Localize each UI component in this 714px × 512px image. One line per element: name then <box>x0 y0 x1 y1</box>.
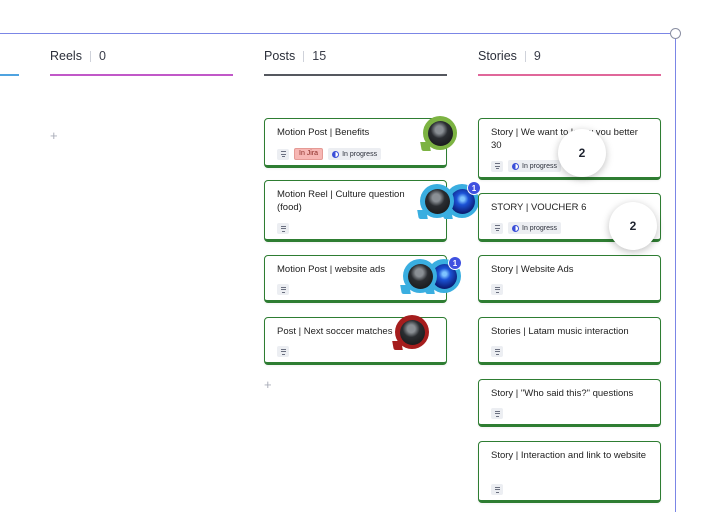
description-icon <box>491 484 503 495</box>
add-card-posts-button[interactable]: + <box>264 377 272 392</box>
column-title: Posts <box>264 49 296 63</box>
description-icon <box>277 346 289 357</box>
description-icon <box>277 223 289 234</box>
card-story-who-said-this[interactable]: Story | "Who said this?" questions <box>478 379 661 427</box>
comment-avatar-bubble[interactable] <box>395 315 429 349</box>
column-underline-stories <box>478 74 661 76</box>
notification-badge: 1 <box>448 256 462 270</box>
column-underline-posts <box>264 74 447 76</box>
card-title: STORY | VOUCHER 6 <box>491 202 587 213</box>
half-circle-icon <box>332 150 340 158</box>
card-title: Motion Post | Benefits <box>277 127 370 138</box>
card-title: Story | Website Ads <box>491 264 574 275</box>
card-story-interaction-link[interactable]: Story | Interaction and link to website <box>478 441 661 503</box>
comment-count-bubble[interactable]: 2 <box>609 202 657 250</box>
column-header-stories: Stories 9 <box>478 48 541 64</box>
comment-avatar-bubble[interactable] <box>420 184 454 218</box>
column-count: 0 <box>98 49 106 63</box>
card-motion-post-benefits[interactable]: Motion Post | Benefits In Jira In progre… <box>264 118 447 168</box>
notification-badge: 1 <box>467 181 481 195</box>
status-badge[interactable]: In progress <box>508 222 562 234</box>
card-title: Story | Interaction and link to website <box>491 450 647 461</box>
column-title: Reels <box>50 49 82 63</box>
avatar <box>424 188 450 214</box>
description-icon <box>277 284 289 295</box>
column-title: Stories <box>478 49 517 63</box>
description-icon <box>277 148 289 160</box>
avatar <box>427 120 453 146</box>
card-title: Motion Reel | Culture question (food) <box>277 189 405 213</box>
comment-avatar-bubble[interactable] <box>403 259 437 293</box>
card-story-website-ads[interactable]: Story | Website Ads <box>478 255 661 303</box>
column-header-posts: Posts 15 <box>264 48 326 64</box>
half-circle-icon <box>512 162 519 170</box>
avatar <box>407 263 433 289</box>
status-badge[interactable]: In progress <box>328 148 382 160</box>
comment-avatar-bubble[interactable] <box>423 116 457 150</box>
description-icon <box>491 408 503 419</box>
avatar <box>399 319 425 345</box>
description-icon <box>491 346 503 357</box>
selection-frame-right <box>675 34 676 512</box>
jira-tag[interactable]: In Jira <box>294 148 324 160</box>
card-title: Post | Next soccer matches <box>277 326 393 337</box>
column-header-reels: Reels 0 <box>50 48 106 64</box>
card-stories-latam-music[interactable]: Stories | Latam music interaction <box>478 317 661 365</box>
resize-handle[interactable] <box>670 28 681 39</box>
card-title: Stories | Latam music interaction <box>491 326 629 337</box>
previous-column-underline <box>0 74 19 76</box>
selection-frame-top <box>0 33 676 34</box>
description-icon <box>491 160 503 172</box>
card-title: Motion Post | website ads <box>277 264 386 275</box>
half-circle-icon <box>512 224 519 232</box>
status-badge[interactable]: In progress <box>508 160 562 172</box>
comment-count-bubble[interactable]: 2 <box>558 129 606 177</box>
column-count: 9 <box>533 49 541 63</box>
column-underline-reels <box>50 74 233 76</box>
card-title: Story | "Who said this?" questions <box>491 388 634 399</box>
description-icon <box>491 284 503 295</box>
add-card-reels-button[interactable]: + <box>50 128 58 143</box>
description-icon <box>491 222 503 234</box>
card-title: Story | We want to know you better 30 <box>491 127 638 151</box>
column-count: 15 <box>312 49 327 63</box>
